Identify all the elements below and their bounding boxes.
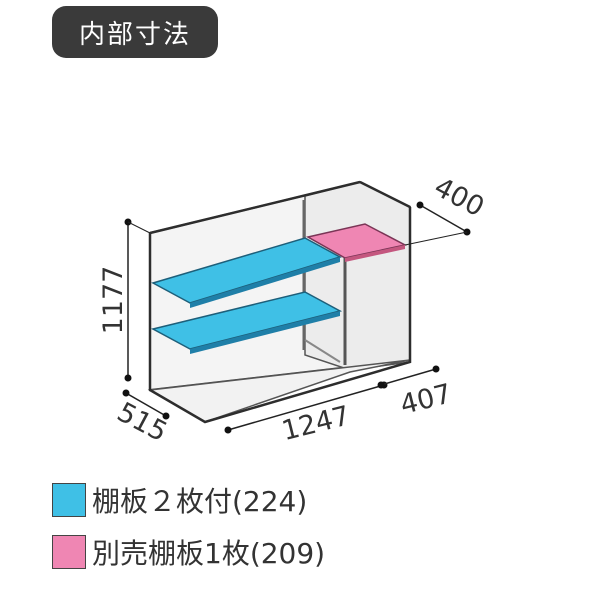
optional-shelf-edge <box>345 245 405 262</box>
extra-dim-end <box>377 381 385 389</box>
legend-item-optional-shelf: 別売棚板1枚(209) <box>52 532 325 572</box>
shelf-post-brace <box>304 339 341 363</box>
extra-dim-line <box>380 368 437 386</box>
height-ext-line <box>127 221 151 234</box>
width-dim-line <box>227 384 385 431</box>
shelf-depth-dim-line <box>419 204 468 233</box>
shelf-upper-edge <box>190 257 340 308</box>
legend-swatch-blue <box>52 483 86 517</box>
top-edge-right <box>359 180 411 209</box>
shelf-lower-edge <box>190 311 340 354</box>
right-inner-panel <box>304 181 411 371</box>
depth-dim-end <box>122 389 130 397</box>
page-title: 内部寸法 <box>52 6 218 58</box>
depth-label: 515 <box>112 397 172 449</box>
legend-label: 別売棚板1枚(209) <box>92 537 326 570</box>
depth-dim-end <box>162 412 170 420</box>
legend-item-included-shelves: 棚板２枚付(224) <box>52 480 307 520</box>
legend-swatch-pink <box>52 535 86 569</box>
shelf-depth-ext-line <box>404 231 468 246</box>
extra-dim-end <box>432 365 440 373</box>
width-label: 1247 <box>279 400 353 447</box>
frame-outline <box>148 207 412 424</box>
height-label: 1177 <box>98 266 129 335</box>
depth-dim-line <box>125 392 167 417</box>
shelf-depth-dim-end <box>416 201 424 209</box>
width-dim-end <box>224 426 232 434</box>
legend-label: 棚板２枚付(224) <box>92 485 308 518</box>
top-edge <box>149 180 361 235</box>
extra-width-label: 407 <box>397 378 455 421</box>
height-dim-end <box>124 374 132 382</box>
